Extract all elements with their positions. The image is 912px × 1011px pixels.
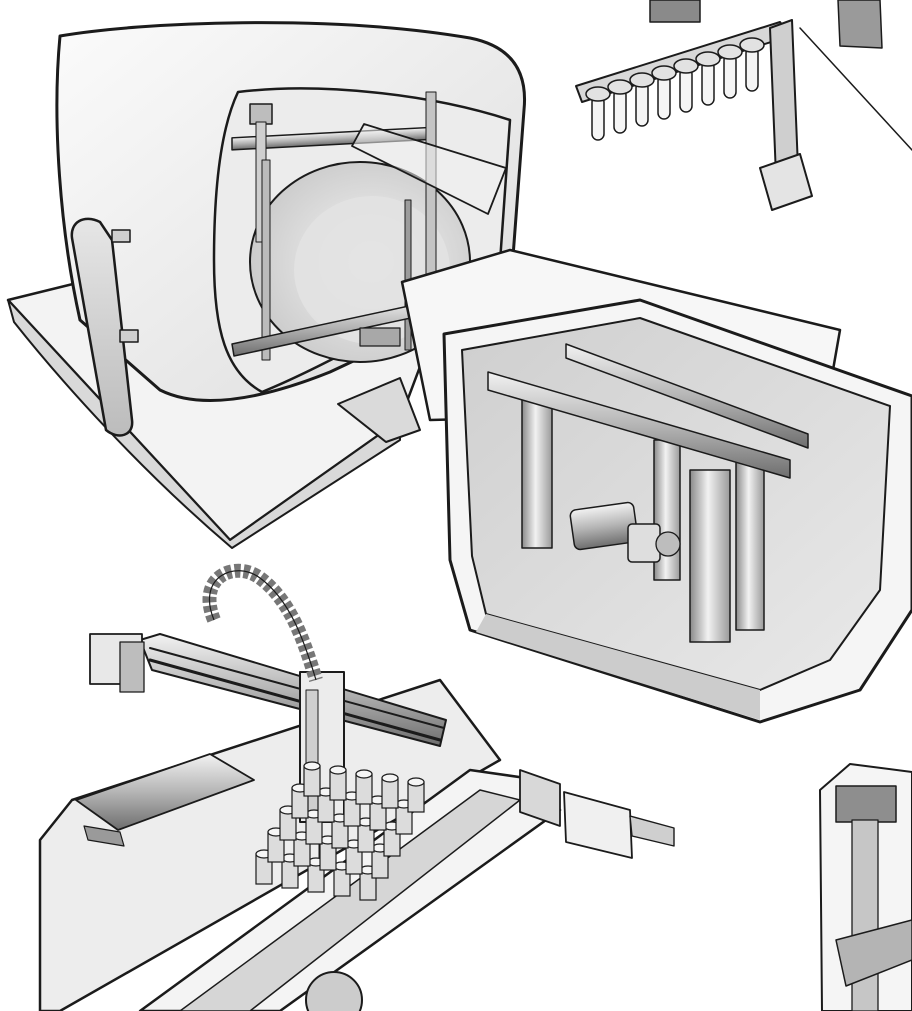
- vial: [329, 765, 347, 801]
- sample-tube: [585, 86, 611, 141]
- sample-tube: [651, 65, 677, 120]
- module-top-block: [835, 785, 897, 823]
- cross-beam: [139, 633, 447, 747]
- pit-motor: [569, 501, 681, 563]
- vial: [281, 853, 299, 889]
- vial: [303, 761, 321, 797]
- vertical-post-right: [425, 91, 437, 303]
- trough-end-motor: [519, 769, 675, 859]
- pit-column-3: [689, 469, 731, 643]
- vertical-post-left: [261, 159, 271, 361]
- pit-column-1: [521, 391, 553, 549]
- vial: [381, 773, 399, 809]
- sample-tube-rack-gantry: [575, 0, 912, 211]
- mri-scanner: [6, 21, 842, 549]
- sample-tube: [629, 72, 655, 127]
- trough-wheel: [305, 971, 363, 1011]
- sample-tube: [673, 58, 699, 113]
- pit-beam-front: [487, 371, 791, 479]
- sample-tube: [695, 51, 721, 106]
- vial: [355, 769, 373, 805]
- sample-tube: [607, 79, 633, 134]
- transparent-cradle: [351, 123, 507, 215]
- tube-row: [585, 37, 765, 141]
- vial: [407, 777, 425, 813]
- beam-motor-left: [89, 633, 145, 693]
- pit-beam-back: [565, 343, 809, 449]
- scanner-base-side: [7, 299, 401, 549]
- sample-tube: [717, 44, 743, 99]
- patient-table-foot: [337, 377, 421, 443]
- rack-leg-foot: [759, 153, 813, 211]
- wall-bracket: [837, 0, 883, 49]
- table-pit-gantry: [442, 298, 912, 724]
- rack-support-leg: [769, 19, 799, 177]
- vial-cluster: [255, 761, 425, 901]
- vertical-axis-module: [819, 763, 912, 1011]
- rack-carriage: [649, 0, 701, 23]
- sample-tube: [739, 37, 765, 92]
- linear-stage: [75, 753, 255, 831]
- vial-handling-gantry: [38, 563, 675, 1011]
- pit-column-4: [735, 459, 765, 631]
